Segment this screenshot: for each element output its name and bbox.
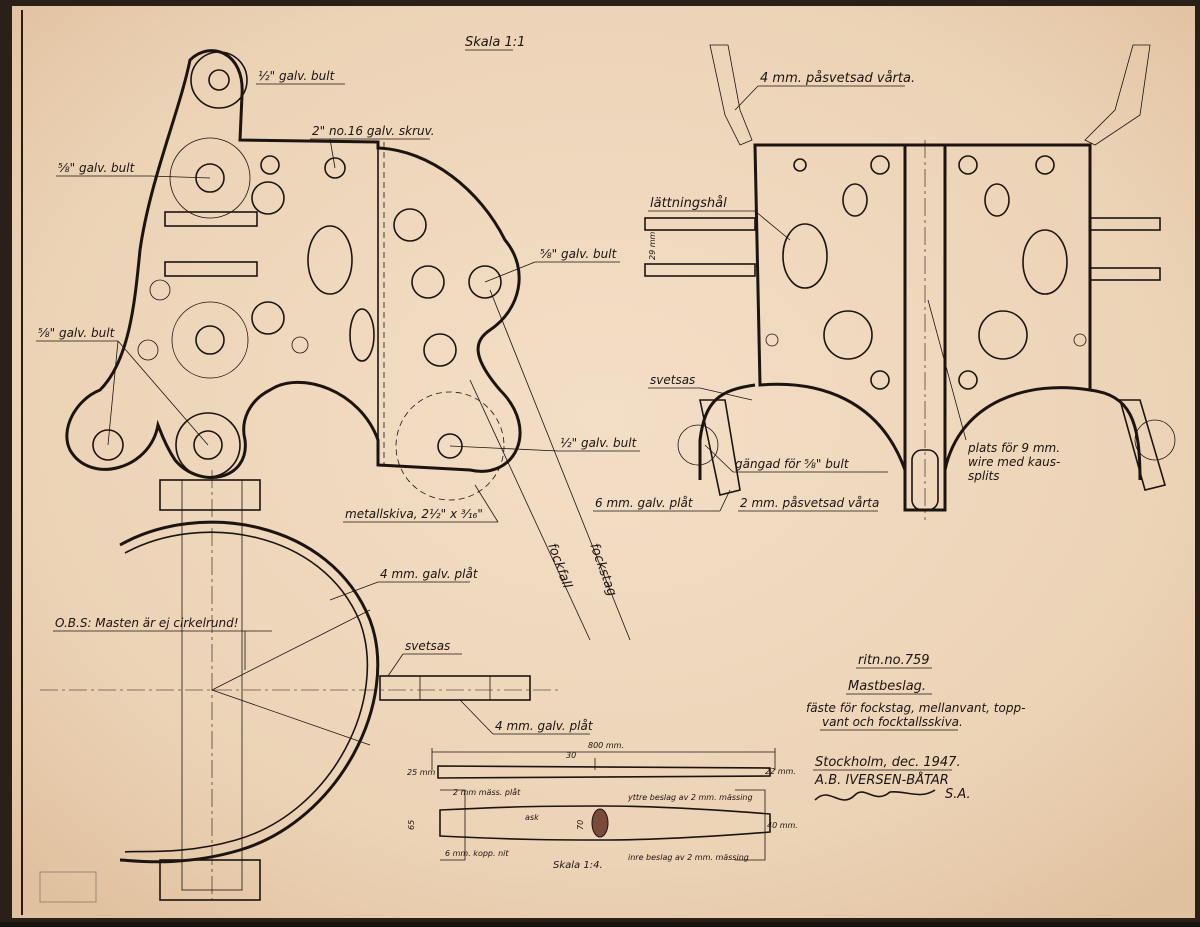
label-58-bult-right: ⅝" galv. bult <box>540 247 618 261</box>
label-58-bult-mid: ⅝" galv. bult <box>38 326 116 340</box>
scale-main: Skala 1:1 <box>465 35 525 50</box>
slot-lower <box>164 261 258 277</box>
museum-stamp <box>39 871 97 903</box>
leader-6mm <box>719 489 731 512</box>
label-svetsas-left: svetsas <box>405 639 450 653</box>
label-2mm-vart: 2 mm. påsvetsad vårta <box>740 496 879 510</box>
label-obs: O.B.S: Masten är ej cirkelrund! <box>55 616 239 630</box>
leader-wire <box>927 299 967 441</box>
company: A.B. IVERSEN-BÅTAR <box>814 772 949 788</box>
label-wire-2: wire med kaus- <box>968 455 1060 469</box>
company-suffix: S.A. <box>945 787 971 802</box>
label-brass-plate: 2 mm mäss. plåt <box>453 787 521 797</box>
line-fockfall <box>469 379 591 641</box>
drawing-desc-2: vant och focktallsskiva. <box>822 715 963 729</box>
leader-58-top <box>149 175 211 179</box>
lightening-hole-left <box>782 223 828 289</box>
drawing-desc-1: fäste för fockstag, mellanvant, topp- <box>806 701 1025 715</box>
label-6mm-plate: 6 mm. galv. plåt <box>595 496 694 510</box>
wire-sheave <box>911 449 939 511</box>
bolt-bottom <box>193 430 223 460</box>
label-lattningshal: lättningshål <box>650 196 727 211</box>
lightening-hole-right <box>1022 229 1068 295</box>
label-58-bult-top: ⅝" galv. bult <box>58 161 136 175</box>
scale-small: Skala 1:4. <box>553 860 603 871</box>
bolt-mid-left <box>195 325 225 355</box>
line-fockstag <box>489 289 631 641</box>
bolt-right <box>468 265 502 299</box>
label-screw: 2" no.16 galv. skruv. <box>312 124 435 138</box>
mast-clamp-view <box>40 470 560 901</box>
label-svetsas-right: svetsas <box>650 373 695 387</box>
bolt-upper-left <box>195 163 225 193</box>
label-4mm-plate-bottom: 4 mm. galv. plåt <box>495 719 594 733</box>
label-inner-fitting: inre beslag av 2 mm. mässing <box>628 853 749 862</box>
leader-58-mid-b <box>117 340 209 446</box>
leader-lattningshal <box>754 210 791 241</box>
label-4mm-vart: 4 mm. påsvetsad vårta. <box>760 71 915 86</box>
metal-disc <box>395 391 505 501</box>
leader-screw <box>329 138 336 169</box>
leader-gangad <box>704 444 734 473</box>
leader-half-right <box>449 445 559 452</box>
clamp-tab <box>379 675 531 701</box>
label-ask: ask <box>525 813 539 822</box>
leader-4mm-vart <box>734 85 759 111</box>
label-half-bult-top: ½" galv. bult <box>258 69 336 83</box>
dim-30: 30 <box>566 751 576 760</box>
dim-40: 40 mm. <box>767 821 798 830</box>
leader-disc <box>474 484 499 523</box>
dim-800: 800 mm. <box>588 741 624 750</box>
label-half-bult-right: ½" galv. bult <box>560 436 638 450</box>
dim-22: 22 mm. <box>765 767 796 776</box>
dim-65: 65 <box>407 820 416 830</box>
paper <box>12 6 1195 918</box>
spreader-fitting-view <box>644 44 1176 520</box>
drawing-title: Mastbeslag. <box>848 679 926 694</box>
bolt-bottom-left <box>92 429 124 461</box>
label-wire-1: plats för 9 mm. <box>967 441 1060 455</box>
slot-upper <box>164 211 258 227</box>
label-outer-fitting: yttre beslag av 2 mm. mässing <box>627 793 753 802</box>
drawing-number: ritn.no.759 <box>858 653 930 668</box>
leader-4mm-top <box>329 581 379 601</box>
label-4mm-plate-top: 4 mm. galv. plåt <box>380 567 479 581</box>
leader-svetsas-left <box>387 653 404 677</box>
dim-25: 25 mm <box>407 768 436 777</box>
signature <box>814 789 936 801</box>
dim-70: 70 <box>576 820 585 830</box>
bolt-top <box>208 69 230 91</box>
bracket-side-view <box>65 49 522 501</box>
bolt-pulley <box>437 433 463 459</box>
leader-58-mid-a <box>107 340 119 446</box>
place-date: Stockholm, dec. 1947. <box>815 755 961 770</box>
leader-58-right <box>484 261 536 283</box>
hole-large <box>307 225 353 295</box>
label-wire-3: splits <box>968 469 1000 483</box>
leader-svetsas-right <box>699 387 753 401</box>
label-dim-29: 29 mm <box>648 231 657 260</box>
label-metal-disc: metallskiva, 2½" x ³⁄₁₆" <box>345 507 483 521</box>
label-copper-rivet: 6 mm. kopp. nit <box>445 849 509 858</box>
spreader-detail-view <box>431 748 776 861</box>
label-gangad: gängad för ⅝" bult <box>735 457 850 471</box>
leader-4mm-bottom <box>459 699 494 735</box>
